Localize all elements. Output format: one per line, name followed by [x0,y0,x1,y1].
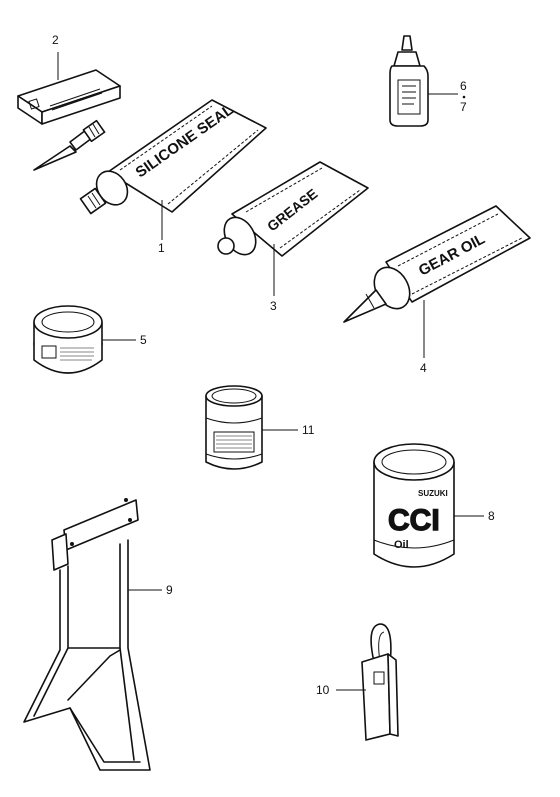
callout-7: 7 [460,100,467,114]
bond-box-part-2 [17,69,121,171]
oil-bottle-part-6-7 [389,35,429,127]
motor-stand-part-9 [23,498,151,771]
callout-3: 3 [270,299,277,313]
grease-tube-part-3: GREASE [217,161,369,257]
callout-10: 10 [316,683,330,697]
can-oil-label: Oil [394,539,409,551]
gear-oil-tube-part-4: GEAR OIL [343,205,531,323]
callout-1: 1 [158,241,165,255]
callout-8: 8 [488,509,495,523]
callout-9: 9 [166,583,173,597]
round-tin-part-5 [33,305,103,374]
callout-11: 11 [302,423,315,437]
can-brand-label: SUZUKI [418,489,448,498]
oil-can-part-8: SUZUKI CCI Oil [373,443,455,568]
callout-5: 5 [140,333,147,347]
callout-2: 2 [52,33,59,47]
small-can-part-11 [205,385,263,470]
silicone-seal-tube-part-1: SILICONE SEAL [79,99,267,215]
tag-part-10 [361,623,399,741]
callout-6: 6 [460,79,467,93]
callout-4: 4 [420,361,427,375]
can-big-label: CCI [388,504,440,537]
